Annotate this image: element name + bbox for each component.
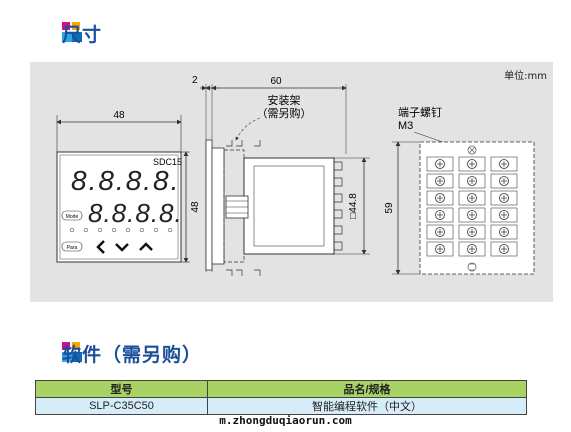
column-header-spec: 品名/规格	[207, 380, 527, 398]
screw-icon	[467, 244, 477, 254]
bracket-note: （需另购）	[257, 106, 312, 120]
chevron-up-icon	[139, 242, 153, 251]
spec-cell: 智能编程软件（中文）	[207, 397, 527, 415]
screw-icon	[499, 227, 509, 237]
screw-icon	[499, 210, 509, 220]
front-width-dim: 48	[113, 110, 125, 121]
screw-icon	[435, 159, 445, 169]
screw-icon	[467, 159, 477, 169]
depth-dim: 60	[270, 76, 282, 87]
dimensions-title: 尺寸	[62, 24, 103, 46]
screw-icon	[499, 193, 509, 203]
screw-icon	[435, 193, 445, 203]
display-bottom: 8.8.8.8.	[88, 198, 183, 228]
terminal-label: 端子螺钉	[398, 106, 442, 119]
front-view: 48 SDC15 8.8.8.8. 8.8.8.8. Mode Para 48	[56, 110, 201, 263]
display-top: 8.8.8.8.	[71, 165, 180, 196]
screw-icon	[499, 159, 509, 169]
chevron-down-icon	[115, 243, 129, 252]
panel-thickness-dim: 2	[192, 75, 198, 86]
software-title: 软件（需另购）	[62, 344, 203, 366]
table-header-row: 型号 品名/规格	[35, 380, 527, 398]
software-table: 型号 品名/规格 SLP-C35C50 智能编程软件（中文）	[35, 380, 527, 415]
screw-icon	[467, 210, 477, 220]
unit-label: 单位:mm	[504, 71, 547, 82]
column-header-model: 型号	[35, 380, 208, 398]
screw-icon	[435, 227, 445, 237]
footer-url: m.zhongduqiaorun.com	[219, 414, 352, 427]
rear-terminal-view: 端子螺钉 M3 59	[384, 106, 535, 275]
screw-icon	[435, 244, 445, 254]
terminal-height-dim: 59	[384, 202, 395, 214]
screw-icon	[467, 176, 477, 186]
section-marker-icon	[62, 342, 82, 362]
section-marker-icon	[62, 22, 82, 42]
model-label: SDC15	[153, 157, 182, 167]
terminal-screw: M3	[398, 120, 413, 132]
terminal-block	[426, 156, 518, 257]
screw-icon	[499, 176, 509, 186]
front-height-dim: 48	[190, 201, 201, 213]
bracket-label: 安装架	[268, 93, 301, 107]
model-cell: SLP-C35C50	[35, 397, 208, 415]
screw-icon	[467, 193, 477, 203]
screw-icon	[499, 244, 509, 254]
screw-icon	[435, 210, 445, 220]
body-size-dim: □44.8	[348, 193, 359, 219]
para-button-label: Para	[67, 245, 78, 251]
table-row: SLP-C35C50 智能编程软件（中文）	[35, 397, 527, 415]
screw-icon	[467, 227, 477, 237]
dimension-drawing: 单位:mm 48 SDC15 8.8.8.8. 8.8.8.8. Mode	[30, 62, 553, 302]
mode-button-label: Mode	[66, 214, 79, 220]
side-view: 2 60 安装架 （需另购）	[192, 75, 370, 276]
chevron-left-icon	[96, 240, 105, 254]
dimension-drawing-svg: 48 SDC15 8.8.8.8. 8.8.8.8. Mode Para 48	[56, 75, 535, 276]
screw-icon	[435, 176, 445, 186]
